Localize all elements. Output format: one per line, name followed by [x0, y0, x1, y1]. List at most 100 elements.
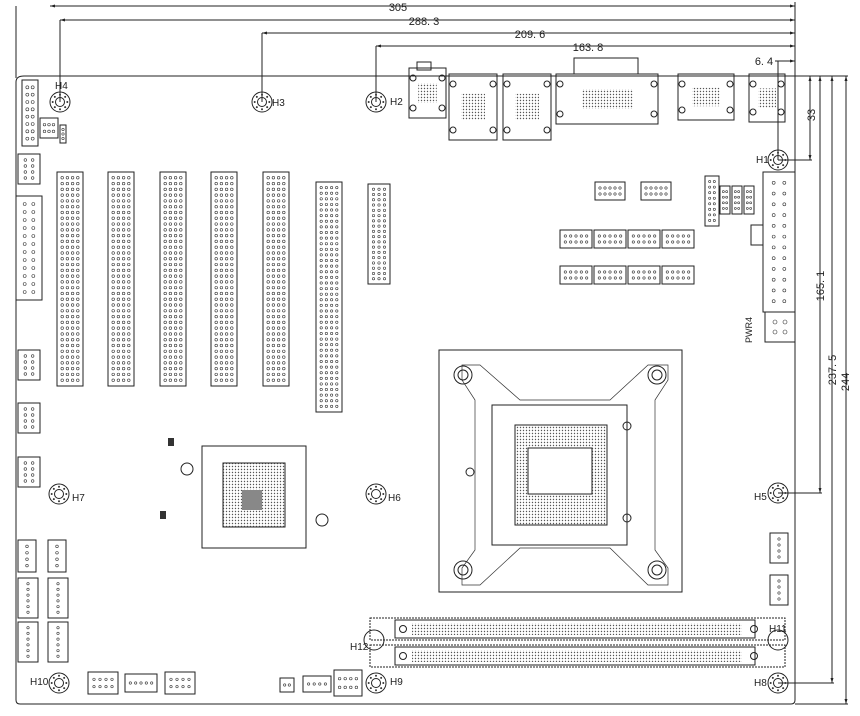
pcie-slot-3-pin: [179, 239, 183, 244]
pci-slot-1-pin: [324, 343, 328, 347]
pci-slot-2-pin: [382, 198, 386, 202]
pci-slot-1-pin: [324, 382, 328, 386]
mounting-hole-h4-via: [53, 106, 56, 109]
header-ide-pin: [22, 274, 27, 278]
header-serial-2-pin: [56, 582, 60, 586]
header-ide-pin: [31, 218, 36, 222]
pcie-slot-5-pin: [277, 372, 281, 377]
pcie-slot-4-pin: [219, 205, 223, 209]
pcie-slot-1-pin: [70, 268, 75, 272]
pci-slot-2-pin: [382, 187, 386, 191]
pcie-slot-3-pin: [179, 251, 183, 255]
pcie-slot-1-pin: [76, 257, 80, 261]
pci-slot-1-pin: [335, 230, 339, 234]
pcie-slot-1-pin: [70, 234, 75, 238]
io-vga-dvi-mount: [556, 80, 564, 88]
pci-slot-2-pin: [371, 193, 375, 197]
pcie-slot-5-pin: [277, 228, 281, 232]
mounting-hole-h6: [365, 483, 387, 505]
header-front-panel-pin: [25, 114, 30, 119]
pci-slot-1-pin: [335, 399, 339, 403]
pcie-slot-4-pin: [230, 297, 234, 301]
pci-slot-1-pin: [330, 275, 334, 279]
pcie-slot-4-pin: [225, 303, 229, 307]
pcie-slot-5-pin: [277, 343, 281, 348]
header-ide-pin: [22, 234, 27, 238]
header-ide-pin: [31, 282, 36, 286]
pci-slot-1-pin: [319, 275, 323, 279]
header-atx-power-pin: [771, 213, 776, 217]
io-usb-lan-2-mount: [503, 80, 511, 88]
pcie-slot-1-pin: [65, 187, 69, 191]
pcie-slot-2-pin: [127, 314, 131, 319]
pcie-slot-5-pin: [271, 280, 276, 284]
pcie-slot-5-pin: [266, 274, 270, 278]
pci-slot-1-pin: [324, 376, 328, 380]
pcie-slot-1-pin: [76, 303, 80, 307]
pci-slot-2-pin: [382, 219, 386, 223]
pcie-slot-1-pin: [65, 268, 69, 272]
mounting-hole-h6-via: [369, 498, 372, 501]
pcie-slot-3-body: [159, 171, 187, 387]
pci-slot-1-pin: [330, 393, 334, 397]
header-jumper-block-3-pin: [737, 201, 740, 205]
mounting-hole-h7-via: [52, 498, 55, 501]
pci-slot-1-pin: [335, 309, 339, 313]
pcie-slot-4-pin: [230, 234, 234, 238]
pcie-slot-5-pin: [277, 303, 281, 307]
pcie-slot-5-pin: [271, 286, 276, 290]
pcie-slot-2-pin: [116, 181, 120, 186]
mounting-hole-h2-via: [380, 95, 383, 98]
pcie-slot-1-pin: [65, 309, 69, 313]
pcie-slot-4-pin: [225, 332, 229, 336]
header-right-fan-2-pin: [777, 597, 781, 601]
pcie-slot-1-pin: [65, 181, 69, 186]
pcie-slot-1-pin: [65, 314, 69, 319]
pci-slot-1-pin: [324, 292, 328, 296]
pci-slot-1: [315, 181, 343, 413]
mounting-hole-h2-via: [375, 93, 377, 96]
header-fan-left-1-pin: [23, 170, 27, 174]
pci-slot-1-pin: [335, 275, 339, 279]
pcie-slot-1-pin: [70, 355, 75, 359]
pcie-slot-1-pin: [60, 228, 64, 232]
header-fan-left-3-pin: [23, 425, 27, 429]
header-bottom-3-pin: [169, 677, 173, 681]
pci-slot-2-pin: [377, 277, 381, 281]
io-audio-jack-pins: [418, 83, 437, 103]
header-usb-row2-1-pin: [579, 270, 583, 274]
pcie-slot-3-pin: [163, 176, 167, 180]
pcie-slot-1-pin: [65, 257, 69, 261]
pcie-slot-4-pin: [230, 205, 234, 209]
pcie-slot-5-pin: [282, 251, 286, 255]
pci-slot-2-pin: [377, 214, 381, 218]
pcie-slot-4-pin: [214, 187, 218, 191]
pcie-slot-5-pin: [266, 239, 270, 244]
mounting-hole-h1-via: [782, 153, 785, 156]
pcie-slot-5-pin: [282, 297, 286, 301]
pcie-slot-2-pin: [121, 262, 126, 267]
pcie-slot-1-pin: [65, 297, 69, 301]
pci-slot-1-pin: [324, 236, 328, 240]
mounting-hole-h3-via: [266, 95, 269, 98]
mounting-hole-h3-via: [255, 95, 258, 98]
header-fan-left-2-pin: [31, 372, 35, 376]
pcie-slot-3-pin: [174, 320, 178, 324]
pcie-slot-4-pin: [230, 349, 234, 353]
header-serial-2: [47, 577, 69, 619]
pcie-slot-1-pin: [65, 355, 69, 359]
pcie-slot-1-pin: [76, 262, 80, 267]
header-bottom-2: [124, 673, 158, 693]
pci-slot-1-pin: [335, 259, 339, 263]
pcie-slot-4-pin: [214, 355, 218, 359]
pcie-slot-2-pin: [127, 349, 131, 353]
pcie-slot-4-pin: [225, 187, 229, 191]
pcie-slot-2-pin: [116, 268, 120, 272]
mounting-hole-h2: [365, 91, 387, 113]
io-usb-audio-mount: [777, 108, 785, 116]
pcie-slot-5-pin: [277, 245, 281, 249]
header-usb-row2-4-pin: [681, 270, 685, 274]
pcie-slot-3-pin: [179, 245, 183, 249]
pci-slot-1-pin: [330, 320, 334, 324]
pcie-slot-4-pin: [225, 234, 229, 238]
